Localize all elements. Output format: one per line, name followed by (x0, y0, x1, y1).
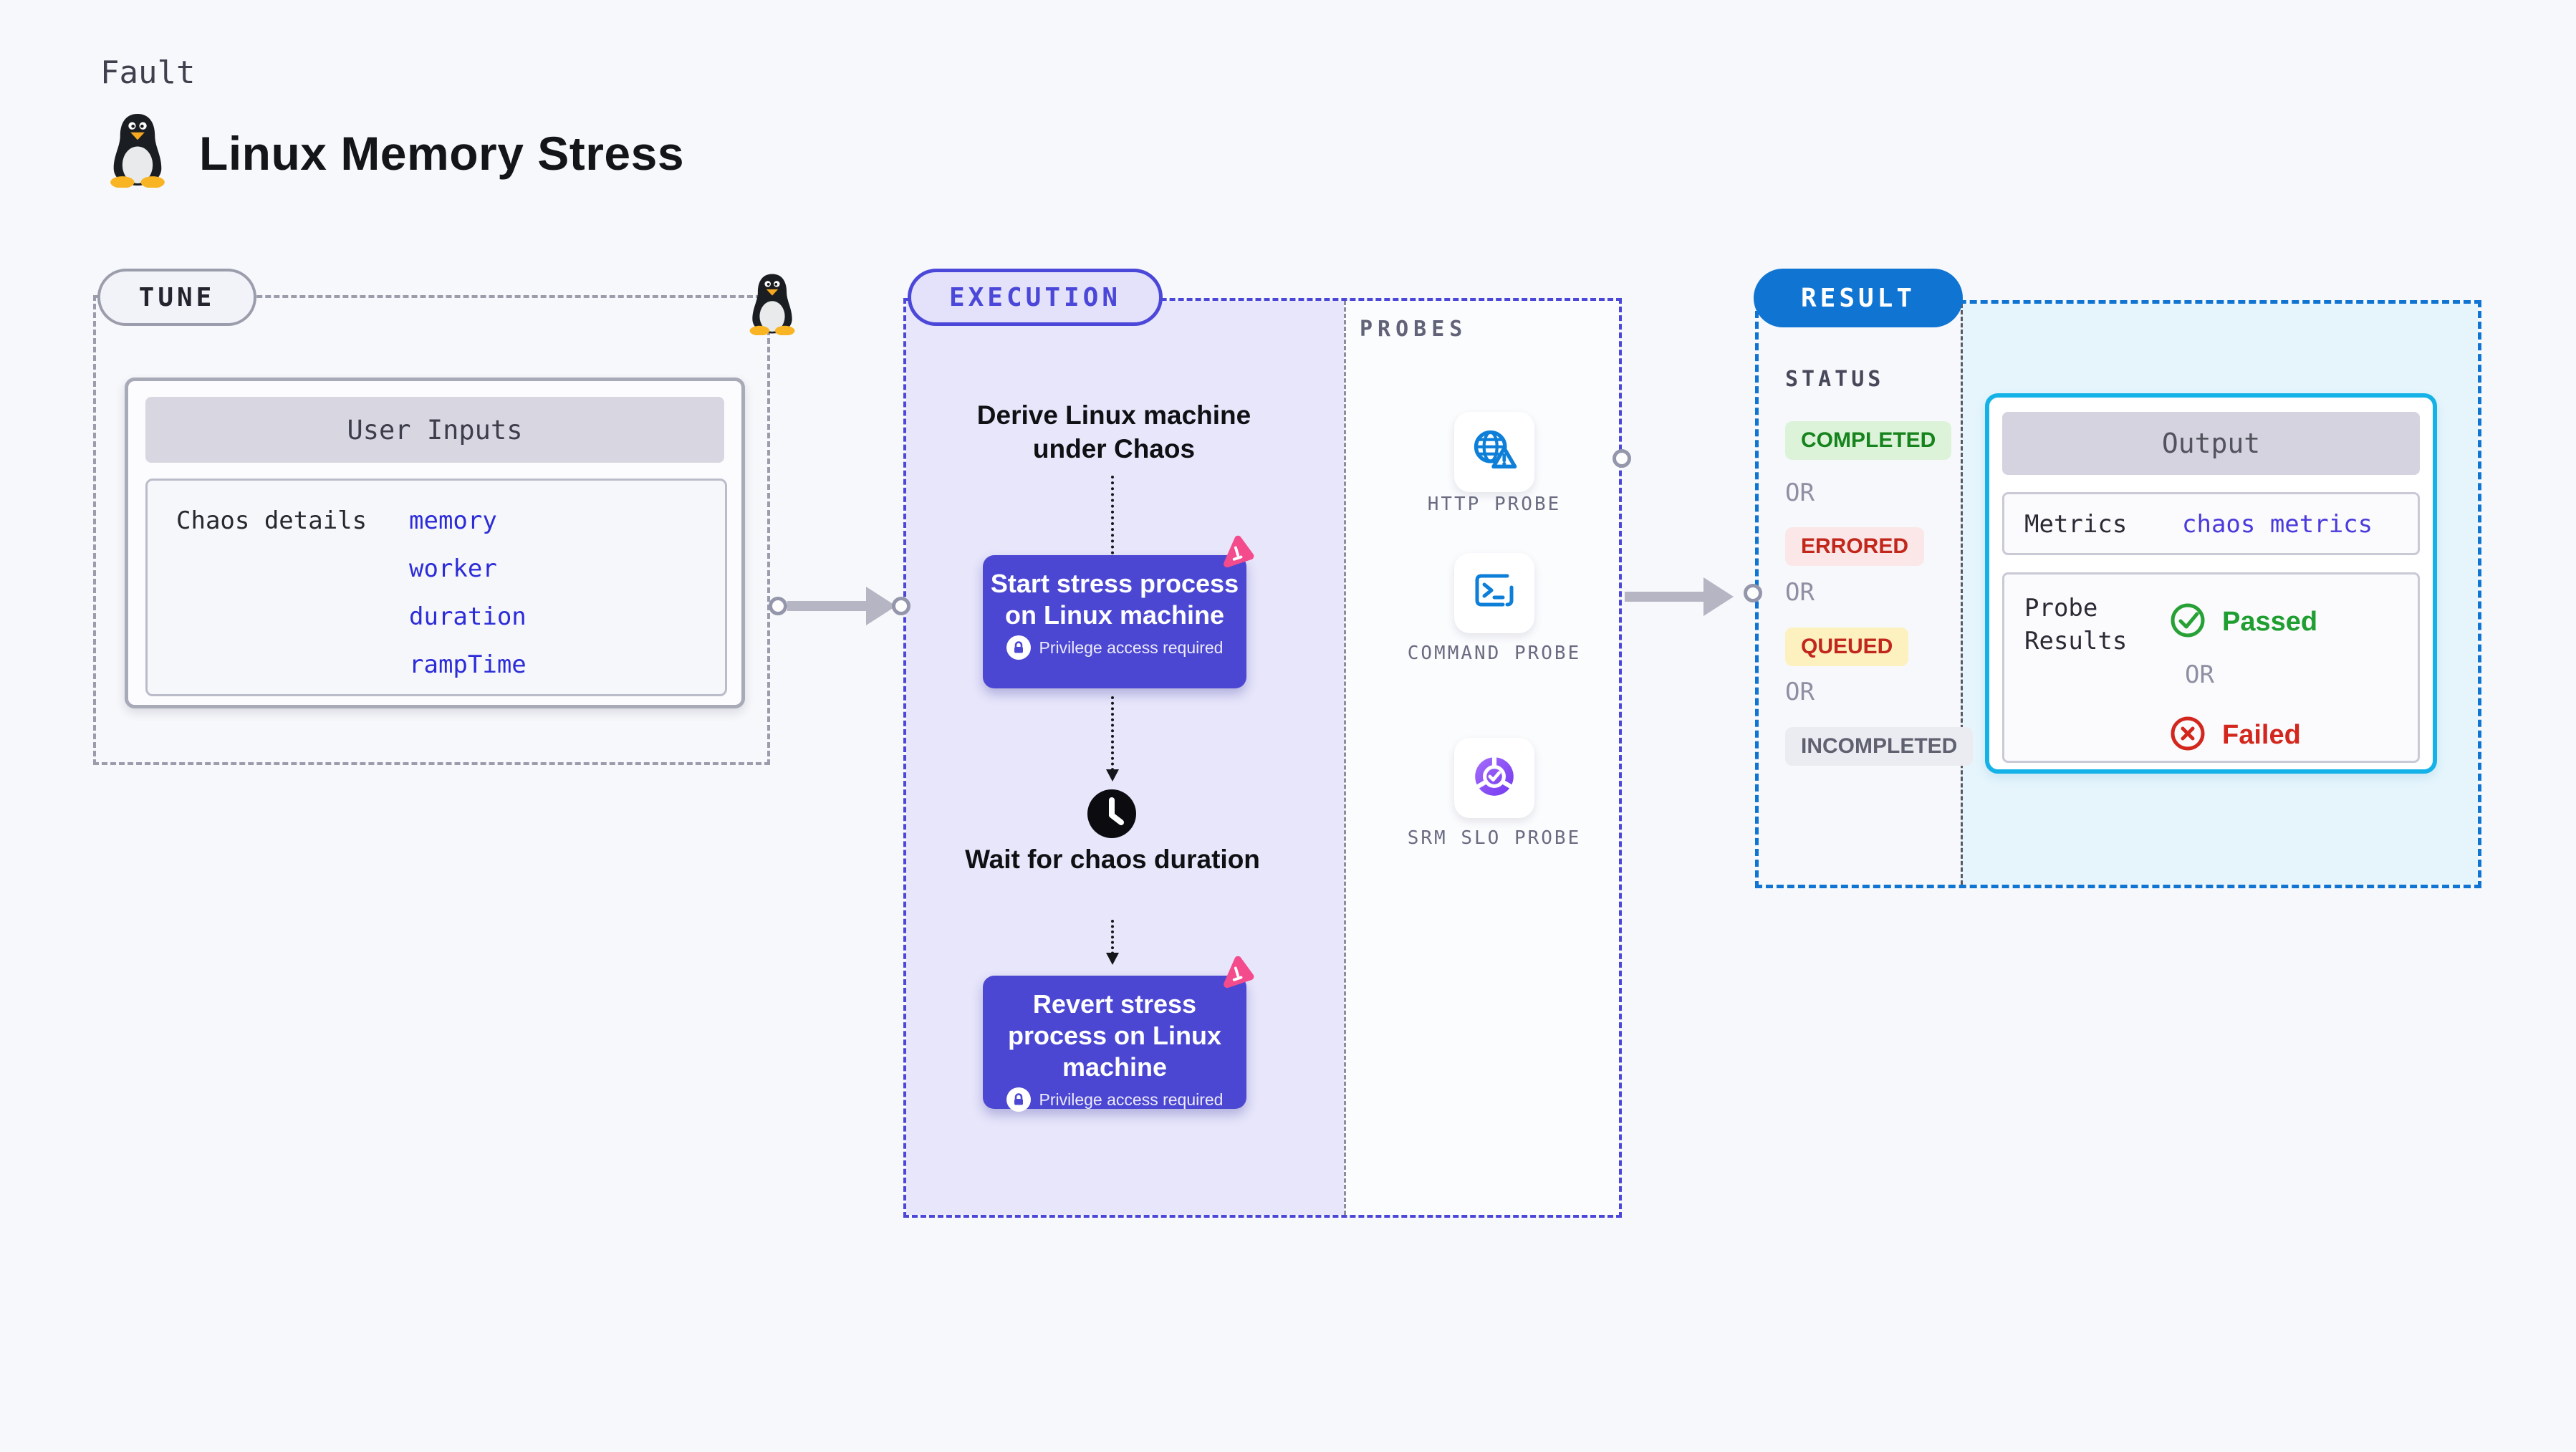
x-circle-icon (2169, 715, 2206, 756)
slo-gauge-icon (1471, 753, 1518, 804)
chaos-corner-icon (1218, 954, 1255, 995)
passed-label: Passed (2222, 607, 2318, 637)
result-divider (1961, 304, 1963, 885)
connector-dot (892, 597, 910, 615)
terminal-icon (1471, 569, 1517, 618)
wait-step-label: Wait for chaos duration (965, 845, 1260, 874)
probe-results-row: Probe Results Passed OR (2002, 572, 2420, 763)
privilege-note: Privilege access required (1039, 1090, 1224, 1109)
tux-corner-icon (745, 272, 799, 339)
clock-icon (1086, 788, 1138, 843)
tune-section (93, 295, 770, 765)
privilege-note: Privilege access required (1039, 638, 1224, 657)
chaos-value-worker: worker (409, 554, 497, 583)
status-badge-incompleted: INCOMPLETED (1785, 727, 1974, 766)
http-probe-label: HTTP PROBE (1427, 494, 1562, 515)
tux-icon (105, 112, 170, 191)
flow-arrow-down-icon (1106, 476, 1119, 571)
connector-dot (1613, 449, 1631, 468)
probes-divider (1344, 301, 1346, 1215)
srm-slo-probe-label: SRM SLO PROBE (1407, 827, 1582, 849)
metrics-value: chaos metrics (2182, 510, 2373, 539)
chaos-details-box: Chaos details memory worker duration ram… (145, 479, 727, 696)
or-separator: OR (1785, 678, 1815, 706)
page-title: Linux Memory Stress (199, 127, 685, 180)
arrow-right-head-icon (1703, 577, 1734, 616)
arrow-right-icon (1625, 592, 1703, 602)
probes-label: PROBES (1360, 317, 1468, 342)
start-stress-node: Start stress process on Linux machine Pr… (983, 555, 1246, 688)
lock-icon (1006, 1087, 1031, 1112)
chaos-corner-icon (1218, 534, 1255, 574)
arrow-right-head-icon (866, 587, 896, 625)
flow-arrow-down-icon (1106, 920, 1119, 965)
chaos-details-label: Chaos details (176, 506, 367, 535)
connector-dot (769, 597, 787, 615)
revert-stress-title: Revert stress process on Linux machine (1007, 989, 1222, 1082)
metrics-row: Metrics chaos metrics (2002, 492, 2420, 555)
execution-badge: EXECUTION (908, 269, 1163, 326)
status-badge-completed: COMPLETED (1785, 421, 1952, 460)
chaos-value-memory: memory (409, 506, 497, 535)
or-separator: OR (1785, 479, 1815, 507)
status-badge-queued: QUEUED (1785, 628, 1909, 666)
or-separator: OR (2185, 660, 2214, 689)
user-inputs-card: User Inputs Chaos details memory worker … (125, 378, 745, 708)
lock-icon (1006, 635, 1031, 660)
result-badge: RESULT (1754, 269, 1963, 327)
start-stress-title: Start stress process on Linux machine (990, 569, 1239, 630)
revert-stress-node: Revert stress process on Linux machine P… (983, 976, 1246, 1112)
srm-slo-probe-card (1454, 738, 1534, 818)
globe-alert-icon (1470, 426, 1519, 479)
status-label: STATUS (1785, 367, 1885, 392)
metrics-label: Metrics (2024, 510, 2128, 539)
failed-label: Failed (2222, 720, 2301, 750)
chaos-value-duration: duration (409, 602, 527, 631)
fault-kicker: Fault (100, 54, 196, 91)
tune-badge: TUNE (97, 269, 256, 326)
connector-dot (1744, 584, 1762, 602)
status-badge-errored: ERRORED (1785, 527, 1925, 566)
probe-results-label: Probe Results (2024, 594, 2128, 655)
chaos-value-ramptime: rampTime (409, 650, 527, 679)
or-separator: OR (1785, 578, 1815, 607)
user-inputs-header: User Inputs (145, 397, 724, 463)
command-probe-label: COMMAND PROBE (1407, 643, 1582, 664)
flow-arrow-down-icon (1106, 696, 1119, 782)
output-header: Output (2002, 412, 2420, 475)
derive-step-label: Derive Linux machine under Chaos (976, 400, 1251, 463)
output-card: Output Metrics chaos metrics Probe Resul… (1985, 393, 2437, 774)
command-probe-card (1454, 553, 1534, 633)
http-probe-card (1454, 412, 1534, 492)
check-circle-icon (2169, 602, 2206, 643)
arrow-right-icon (787, 601, 866, 611)
